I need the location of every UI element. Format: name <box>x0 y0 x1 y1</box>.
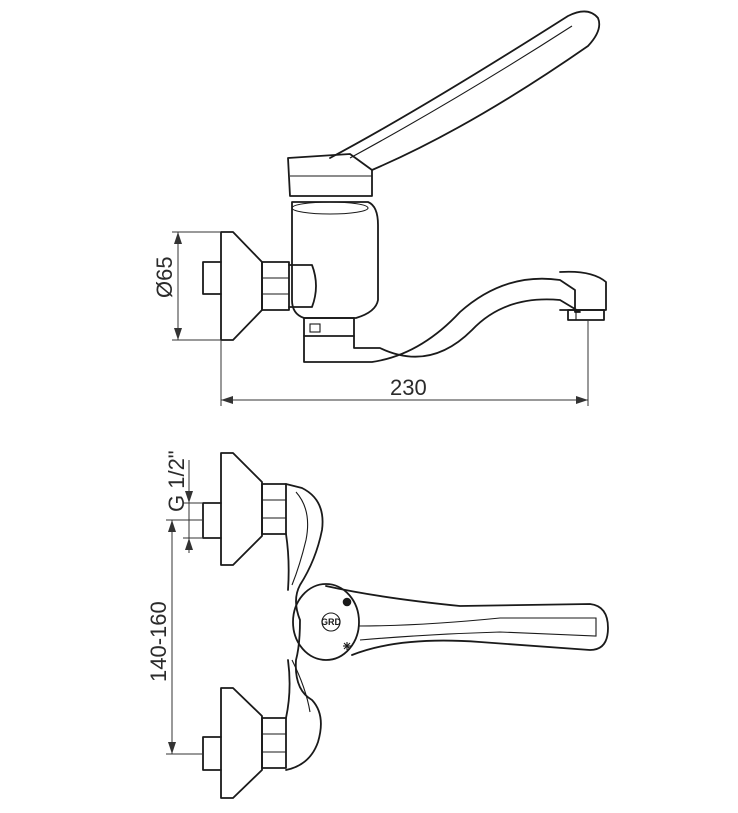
side-spout <box>303 277 581 363</box>
side-hex-nut <box>261 261 290 311</box>
side-aerator <box>559 270 607 321</box>
front-upper-hex-nut <box>261 483 287 535</box>
dimension-length: 230 <box>220 320 589 406</box>
side-view <box>202 10 607 363</box>
front-lever-handle <box>325 585 609 656</box>
svg-text:GRD: GRD <box>321 617 342 627</box>
side-swivel-collar <box>303 317 355 337</box>
side-connector <box>288 264 317 308</box>
front-mixer-body <box>285 483 324 771</box>
front-view: GRD <box>202 452 609 799</box>
side-lever-cap <box>287 153 373 197</box>
flange-diameter-label: Ø65 <box>152 256 177 298</box>
front-lower-hex-nut <box>261 717 287 769</box>
side-mixer-body <box>291 201 379 319</box>
dimension-center-distance: 140-160 <box>146 519 203 755</box>
thread-label: G 1/2" <box>164 450 189 512</box>
dimension-thread: G 1/2" <box>164 450 203 553</box>
front-lever-base <box>292 583 360 661</box>
cold-indicator-icon <box>343 642 351 650</box>
side-wall-flange <box>220 231 263 341</box>
brand-logo: GRD <box>321 612 342 632</box>
front-lower-inlet <box>202 736 222 771</box>
side-lever-handle <box>329 10 601 171</box>
dimension-flange-diameter: Ø65 <box>152 231 221 341</box>
length-label: 230 <box>390 375 427 400</box>
side-body-ring <box>291 201 369 215</box>
front-upper-inlet <box>202 502 222 539</box>
center-distance-label: 140-160 <box>146 601 171 682</box>
front-lower-flange <box>220 687 263 799</box>
side-inlet-stub <box>202 261 222 295</box>
hot-indicator-icon <box>342 597 352 607</box>
front-upper-flange <box>220 452 263 566</box>
